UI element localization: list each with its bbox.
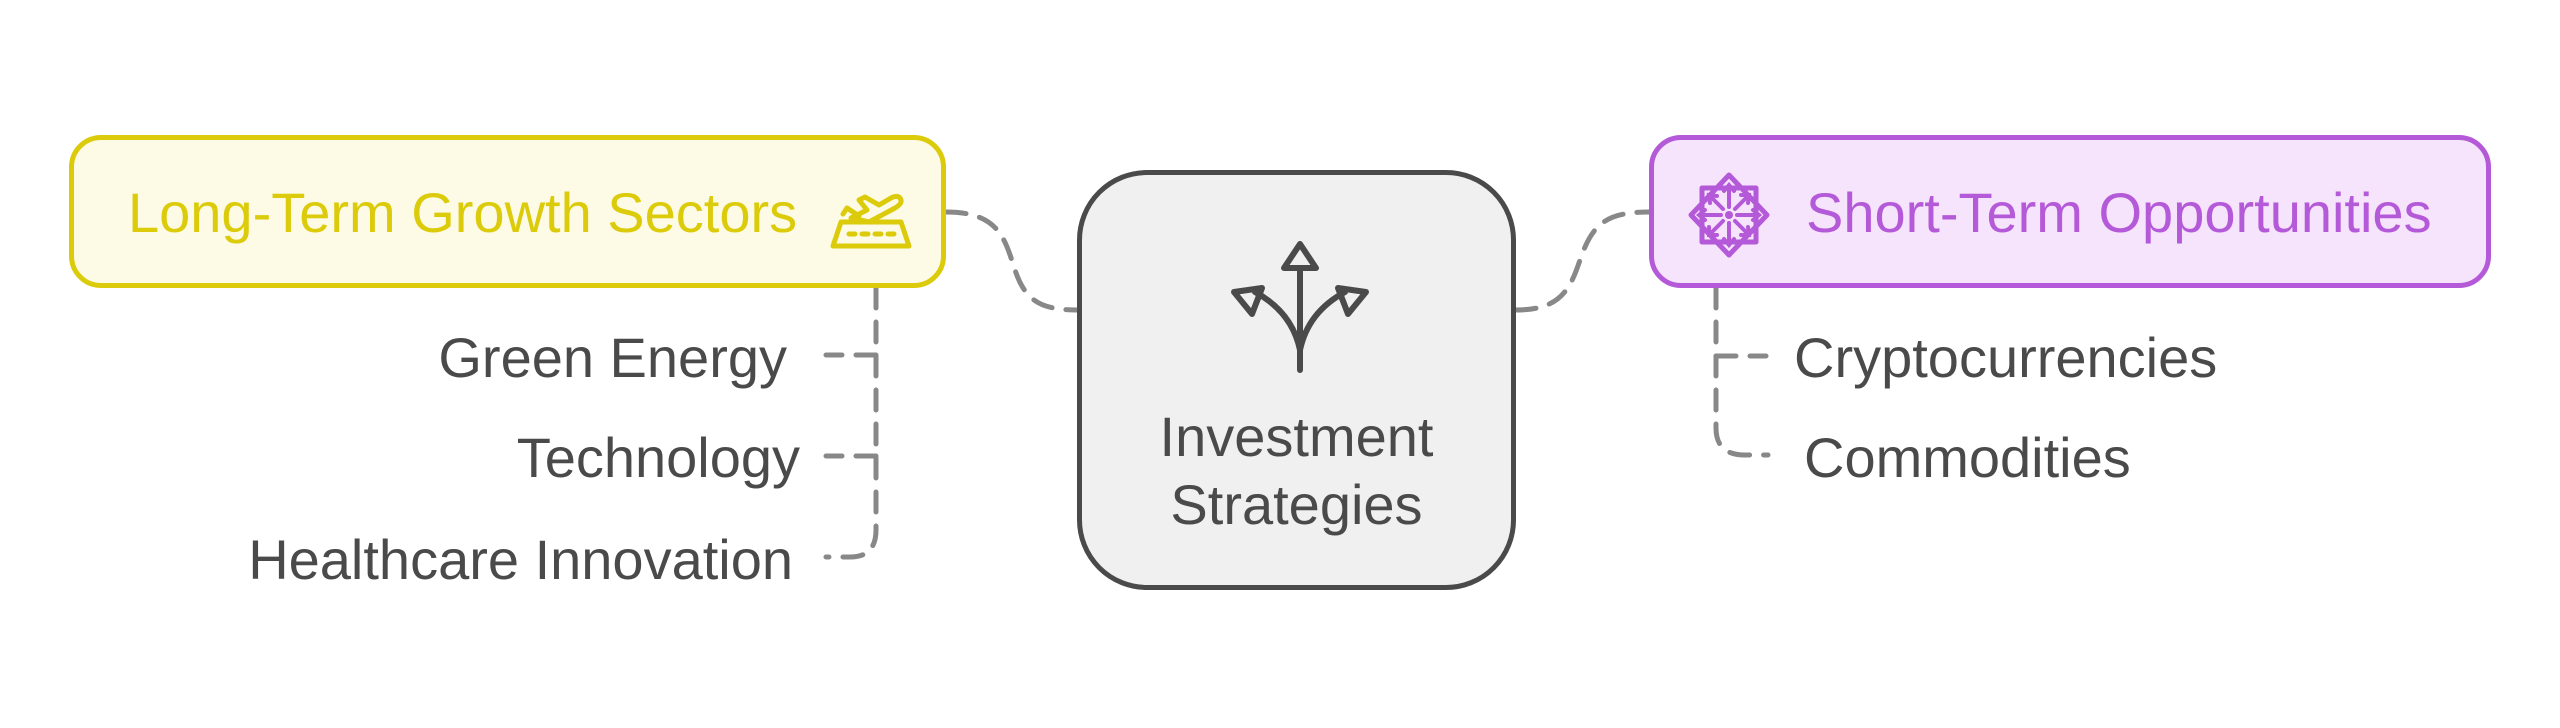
branching-arrows-icon xyxy=(1231,241,1369,373)
connector-right-trunk xyxy=(1713,285,1771,458)
leaf-commodities[interactable]: Commodities xyxy=(1804,426,2131,489)
connector-left-to-center xyxy=(943,209,1080,313)
branch-node-short-term[interactable]: Short-Term Opportunities xyxy=(1649,135,2491,288)
leaf-healthcare-innovation[interactable]: Healthcare Innovation xyxy=(248,528,793,591)
branch-title-short-term: Short-Term Opportunities xyxy=(1806,181,2432,244)
leaf-cryptocurrencies[interactable]: Cryptocurrencies xyxy=(1794,326,2218,389)
center-label: Investment Strategies xyxy=(1082,403,1511,539)
center-label-line1: Investment xyxy=(1159,405,1434,468)
connector-center-to-right xyxy=(1513,209,1652,313)
airplane-runway-icon xyxy=(830,193,912,249)
branch-node-long-term[interactable]: Long-Term Growth Sectors xyxy=(69,135,946,288)
compass-star-arrows-icon xyxy=(1688,172,1770,258)
center-node[interactable]: Investment Strategies xyxy=(1077,170,1516,590)
branch-title-long-term: Long-Term Growth Sectors xyxy=(128,181,798,244)
leaf-technology[interactable]: Technology xyxy=(516,426,800,489)
leaf-green-energy[interactable]: Green Energy xyxy=(438,326,787,389)
center-label-line2: Strategies xyxy=(1170,473,1423,536)
connector-left-trunk xyxy=(823,285,879,560)
